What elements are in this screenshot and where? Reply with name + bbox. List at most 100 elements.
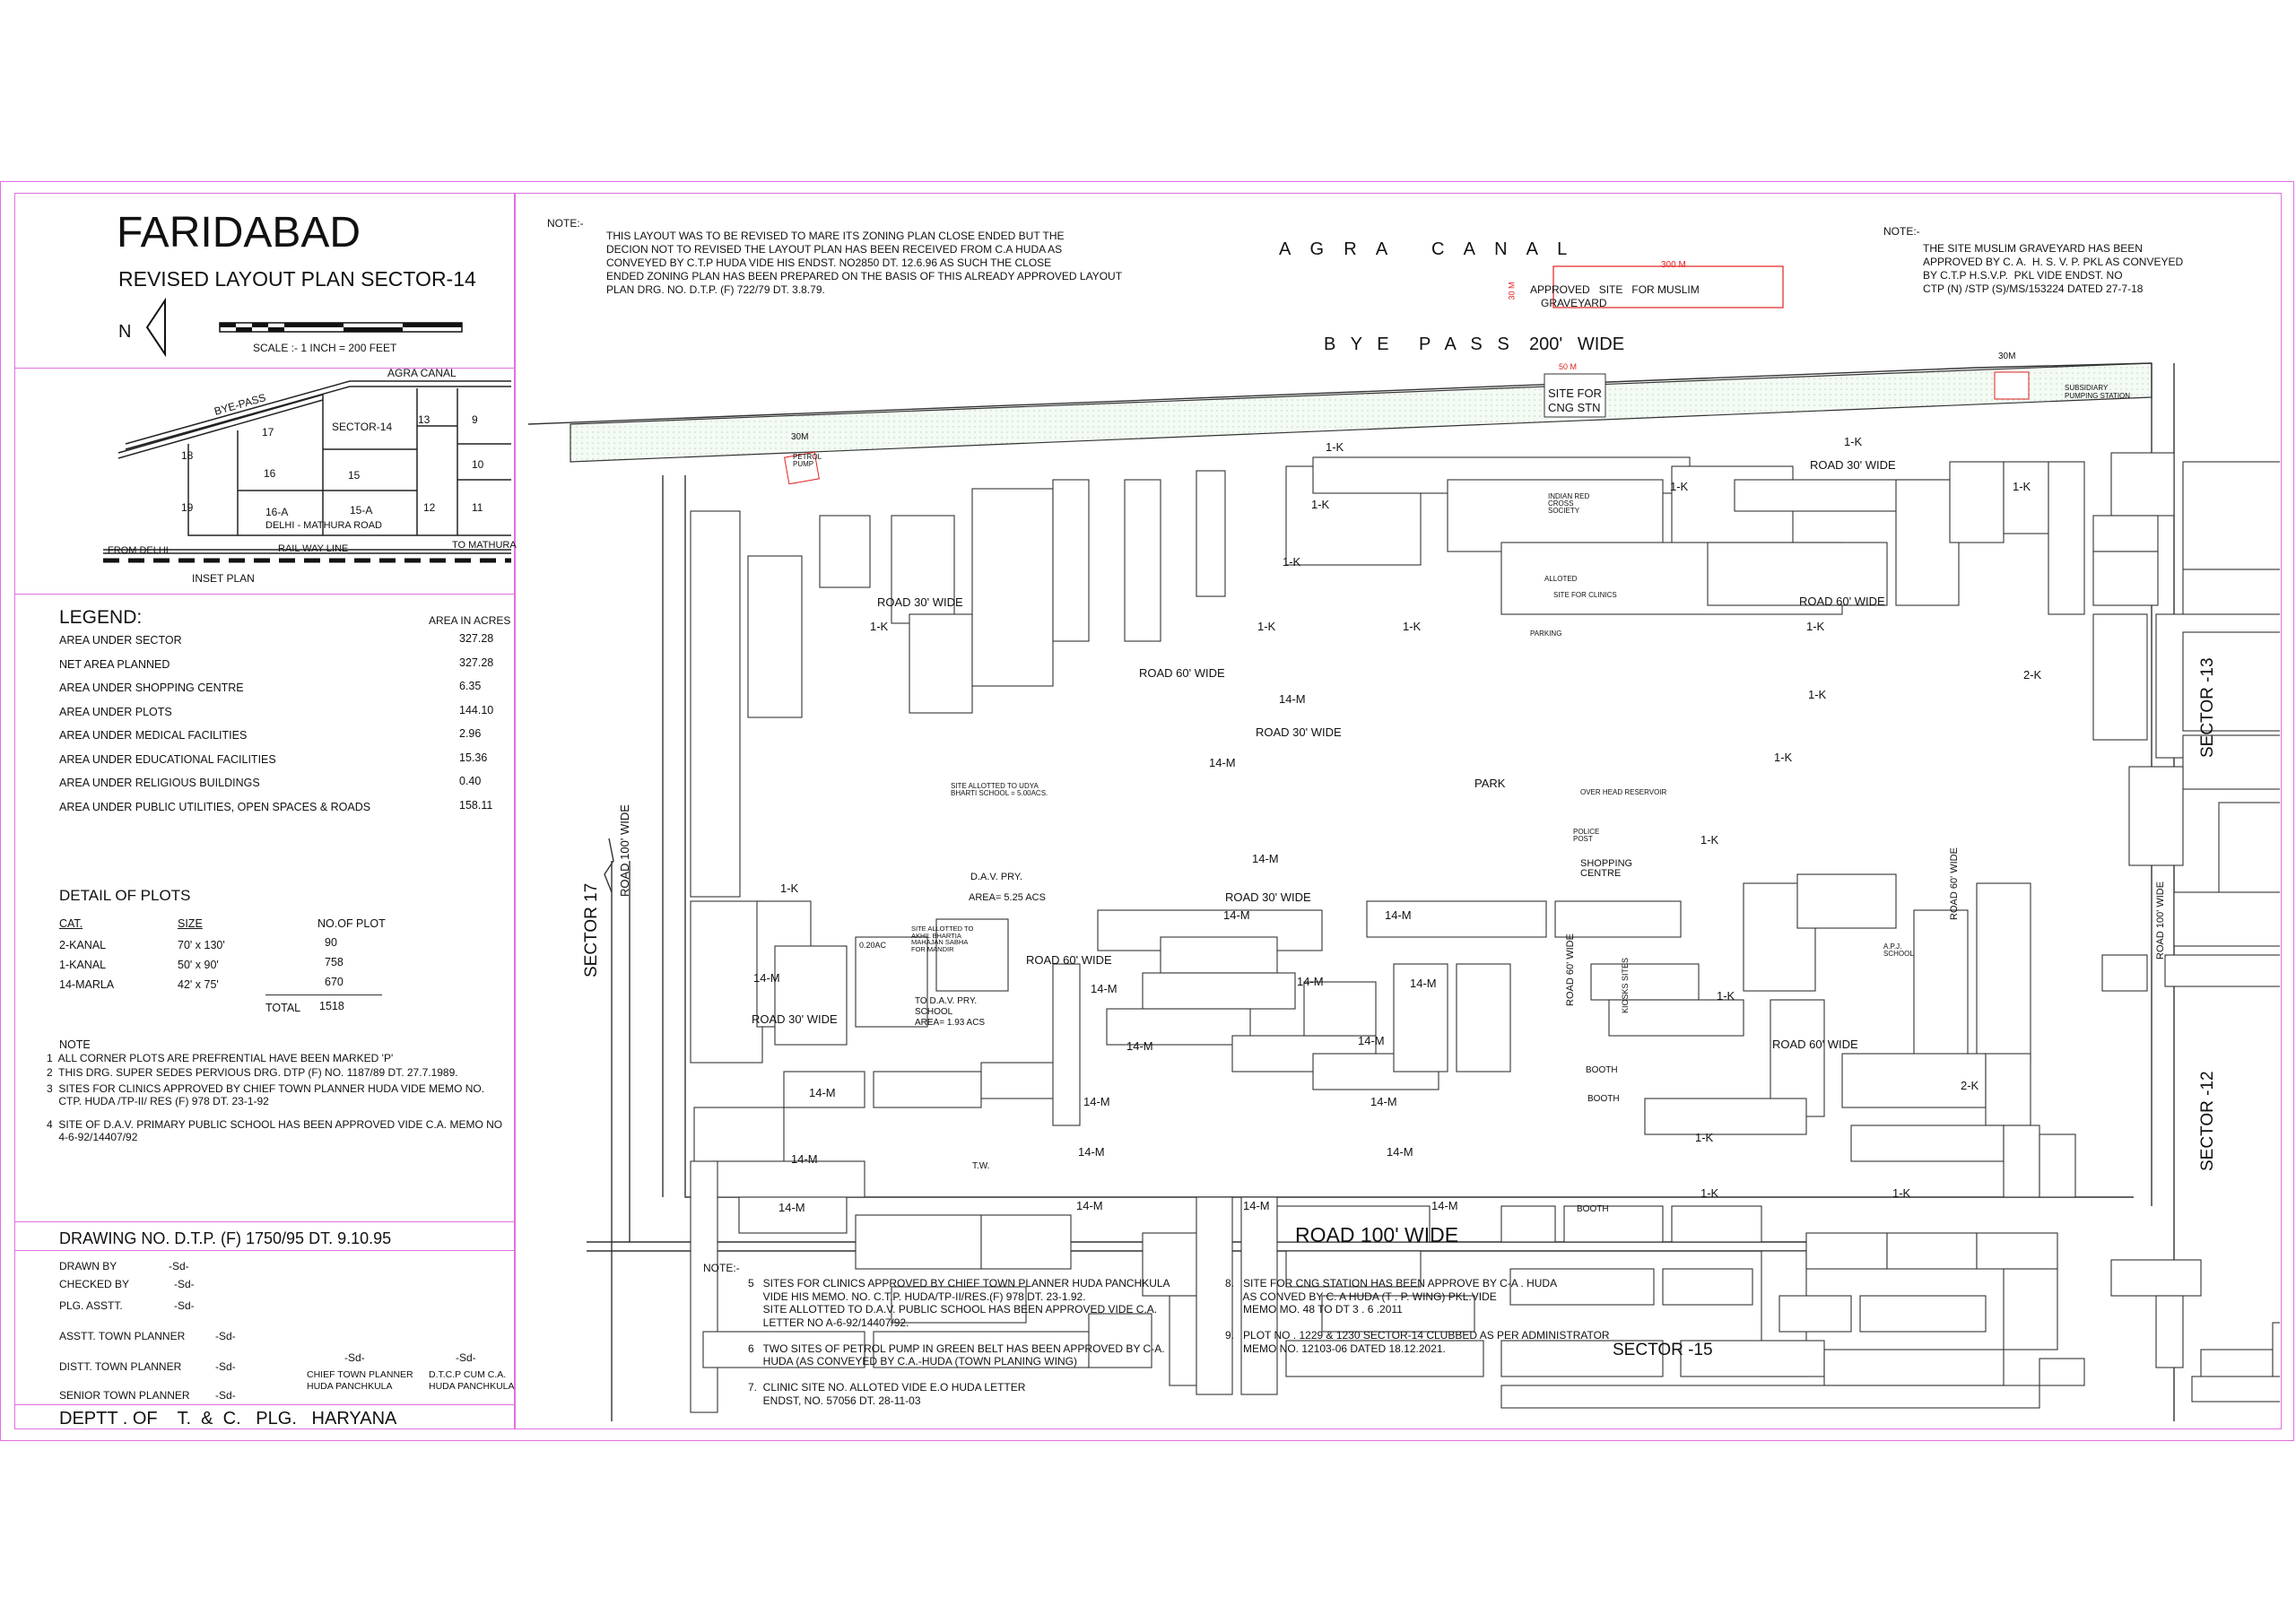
left-note-item: CTP. HUDA /TP-II/ RES (F) 978 DT. 23-1-9… — [47, 1095, 269, 1107]
dimension-30m-right: 30M — [1998, 352, 2016, 361]
sheet-border — [0, 181, 2294, 1441]
block-label-14m: 14-M — [1358, 1034, 1385, 1047]
plot-block — [971, 488, 1054, 687]
bottom-note-col1: 5 SITES FOR CLINICS APPROVED BY CHIEF TO… — [748, 1277, 1170, 1407]
block-label-1k: 1-K — [1774, 751, 1793, 764]
petrol-pump-label: PETROL PUMP — [793, 453, 822, 468]
clinics-label: SITE FOR CLINICS — [1553, 591, 1617, 599]
road-100-left: ROAD 100' WIDE — [618, 804, 631, 897]
plot-block — [1196, 470, 1226, 597]
dtcp-signature: -Sd- — [456, 1351, 476, 1364]
subsidiary-label-2: PUMPING STATION — [2065, 392, 2131, 400]
plot-block — [2128, 766, 2184, 866]
agra-canal-label: A G R A C A N A L — [1279, 239, 1568, 259]
plot-block — [702, 1331, 865, 1368]
plot-block — [2039, 1358, 2085, 1386]
legend-row-value: 15.36 — [459, 751, 488, 764]
plot-block — [2182, 734, 2280, 790]
plot-block — [2272, 1322, 2280, 1377]
detail-total-value: 1518 — [319, 1000, 344, 1012]
plot-block — [1303, 981, 1377, 1037]
plot-block — [1106, 1008, 1251, 1046]
bye-pass-label: B Y E P A S S 200' WIDE — [1324, 334, 1625, 354]
legend-row-label: AREA UNDER PUBLIC UTILITIES, OPEN SPACES… — [59, 800, 371, 813]
block-label-14m: 14-M — [1279, 692, 1306, 706]
detail-cell: 90 — [325, 936, 337, 949]
road-100-right: ROAD 100' WIDE — [2155, 881, 2166, 960]
legend-row-label: AREA UNDER SECTOR — [59, 634, 182, 647]
graveyard-site — [1552, 265, 1784, 308]
green-belt — [570, 362, 2152, 463]
plot-block — [2191, 1376, 2280, 1403]
inset-delhi-mathura: DELHI - MATHURA ROAD — [265, 520, 382, 531]
plot-block — [1393, 963, 1448, 1073]
dtcp-title: D.T.C.P CUM C.A. — [429, 1369, 507, 1380]
scale-text: SCALE :- 1 INCH = 200 FEET — [253, 342, 397, 354]
dav-label-2: AREA= 5.25 ACS — [969, 892, 1046, 903]
plot-block — [2003, 1125, 2040, 1198]
block-label-14m: 14-M — [1243, 1199, 1270, 1212]
plot-block — [873, 1331, 1090, 1368]
inset-sector: 16-A — [265, 506, 289, 518]
inset-to-mathura: TO MATHURA — [452, 540, 517, 551]
department-name: DEPTT . OF T. & C. PLG. HARYANA — [59, 1409, 397, 1429]
block-label-14m: 14-M — [1078, 1145, 1105, 1159]
plot-block — [1608, 999, 1744, 1037]
detail-total-label: TOTAL — [265, 1002, 301, 1014]
plot-block — [891, 1286, 1027, 1324]
inset-from-delhi: FROM DELHI — [108, 545, 169, 556]
inset-railway: RAIL WAY LINE — [278, 543, 349, 554]
cng-label-1: SITE FOR — [1548, 386, 1602, 400]
plot-block — [690, 510, 741, 898]
to-dav-label-2: SCHOOL — [915, 1007, 953, 1017]
legend-title: LEGEND: — [59, 607, 143, 628]
plot-block — [909, 613, 973, 714]
block-label-14m: 14-M — [1385, 908, 1412, 922]
plot-block — [2110, 452, 2175, 517]
plot-block — [1644, 1098, 1807, 1135]
apj-school-label: A.P.J. SCHOOL — [1883, 942, 1914, 958]
top-note-heading: NOTE:- — [547, 217, 584, 230]
allotted-label: ALLOTED — [1544, 575, 1578, 583]
plot-block — [2173, 891, 2280, 947]
cng-label-2: CNG STN — [1548, 401, 1601, 414]
left-note-item: 3 SITES FOR CLINICS APPROVED BY CHIEF TO… — [47, 1082, 485, 1095]
bottom-note-col2: 8. SITE FOR CNG STATION HAS BEEN APPROVE… — [1225, 1277, 1610, 1355]
plot-block — [1142, 972, 1296, 1010]
detail-cell: 70' x 130' — [178, 939, 225, 951]
detail-cell: 1-KANAL — [59, 959, 107, 971]
plot-block — [1088, 1313, 1152, 1368]
petrol-pump-right — [1994, 371, 2030, 400]
detail-header-size: SIZE — [178, 917, 203, 930]
road-60-d: ROAD 60' WIDE — [1772, 1038, 1858, 1051]
inset-sector: 9 — [472, 413, 478, 426]
plot-block — [2164, 954, 2280, 987]
tube-well-label: T.W. — [972, 1161, 990, 1171]
plot-block — [1805, 1232, 1888, 1270]
page-subtitle: REVISED LAYOUT PLAN SECTOR-14 — [118, 267, 476, 291]
road-60-f: ROAD 60' WIDE — [1949, 847, 1960, 920]
sector-13-label: SECTOR -13 — [2198, 657, 2217, 758]
plot-block — [690, 1160, 718, 1413]
udya-bharti-label: SITE ALLOTTED TO UDYA BHARTI SCHOOL = 5.… — [951, 782, 1048, 797]
plot-block — [1841, 1053, 1987, 1108]
map-panel — [515, 193, 2282, 1429]
legend-row-label: AREA UNDER MEDICAL FACILITIES — [59, 729, 248, 742]
cng-site — [1544, 373, 1606, 418]
north-arrow-icon — [145, 297, 166, 358]
road-30-d: ROAD 30' WIDE — [1225, 890, 1311, 904]
plot-block — [1886, 1232, 1978, 1270]
sector-15-label: SECTOR -15 — [1613, 1341, 1713, 1359]
plot-block — [1142, 1232, 1206, 1297]
legend-row-value: 0.40 — [459, 775, 482, 787]
drawing-number: DRAWING NO. D.T.P. (F) 1750/95 DT. 9.10.… — [59, 1229, 392, 1247]
block-label-1k: 1-K — [1700, 1186, 1719, 1200]
petrol-pump-left — [784, 451, 820, 485]
signature-mark: -Sd- — [215, 1360, 236, 1373]
road-60-a: ROAD 60' WIDE — [1139, 666, 1225, 680]
detail-header-cat: CAT. — [59, 917, 83, 930]
plot-block — [738, 1196, 848, 1234]
legend-row-label: NET AREA PLANNED — [59, 657, 170, 671]
kiosks-label: KIOSKS SITES — [1621, 957, 1630, 1013]
signature-label: ASSTT. TOWN PLANNER — [59, 1330, 186, 1342]
